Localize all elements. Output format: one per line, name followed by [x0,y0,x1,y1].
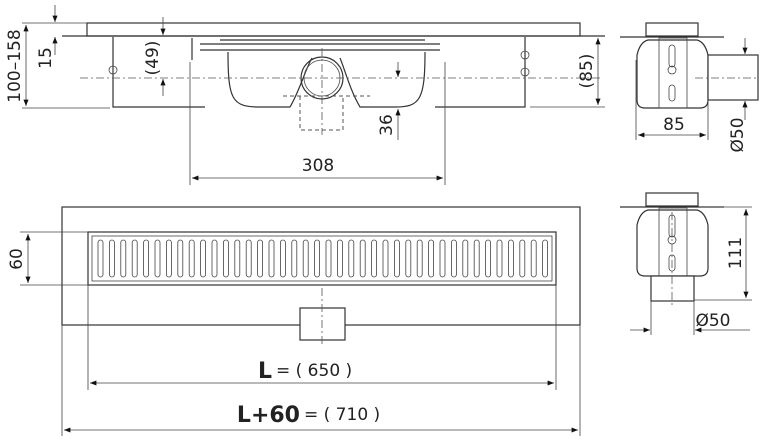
grate-slot [450,239,457,278]
plan-view: 60 L = ( 650 ) L+60 = ( 710 ) [7,206,581,436]
grate-slot [143,239,150,278]
outlet-pipe-side [707,54,759,101]
side-view-horizontal-outlet: 85 Ø50 [620,22,759,153]
dim-frame-height: 15 [36,47,56,69]
dim-length-label: L [258,359,272,384]
dim-vertical-height: 111 [726,237,746,269]
dim-grate-width: 60 [7,248,27,270]
grate-slot [382,239,389,278]
grate-slot [530,239,537,278]
grate-slot [325,239,332,278]
grate-slot [507,239,514,278]
grate-slot [336,239,343,278]
grate-slot [371,239,378,278]
dim-height-range: 100–158 [5,29,25,102]
grate-slot [245,239,252,278]
grate-slot [542,239,548,278]
grate-slots [97,239,548,278]
dim-total-length-label: L+60 [237,403,300,428]
grate-slot [393,239,400,278]
grate-slot [485,239,492,278]
bolt-icon [520,67,530,77]
dim-outlet-diameter-vertical: Ø50 [695,311,730,331]
grate-slot [416,239,423,278]
front-view: 100–158 15 (49) 36 308 (85) [5,5,605,185]
grate-slot [120,239,127,278]
grate [87,231,557,286]
grate-slot [222,239,229,278]
grate-slot [496,239,503,278]
outlet-pipe-vertical [650,275,695,302]
dim-body-width: 308 [302,156,334,176]
drain-body [191,38,440,108]
grate-slot [97,239,104,278]
dim-length-value: = ( 650 ) [276,361,352,381]
grate-slot [154,239,161,278]
grate-slot [348,239,355,278]
grate-slot [165,239,172,278]
dim-outlet-diameter-horizontal: Ø50 [728,117,748,152]
dim-outlet-offset: 36 [377,114,397,136]
grate-slot [234,239,241,278]
dim-side-width: 85 [663,115,685,135]
grate-slot [177,239,184,278]
grate-slot [211,239,218,278]
bolt-icon [108,65,118,75]
side-view-vertical-outlet: 111 Ø50 [620,192,752,335]
frame-top [86,22,581,37]
grate-slot [405,239,412,278]
outlet-stub [299,307,346,341]
drain-body-side [636,209,709,277]
grate-slot [291,239,298,278]
grate-slot [359,239,366,278]
grate-slot [439,239,446,278]
grate-slot [109,239,115,278]
vertical-outlet-hidden [283,95,370,131]
grate-slot [131,239,138,278]
grate-slot [302,239,309,278]
right-bracket [435,37,526,108]
grate-slot [200,239,207,278]
bolt-icon [520,50,530,60]
grate-slot [268,239,275,278]
grate-slot [314,239,321,278]
grate-slot [519,239,526,278]
grate-slot [428,239,435,278]
left-bracket [112,37,205,108]
grate-slot [188,239,195,278]
grate-slot [473,239,480,278]
grate-slot [462,239,469,278]
grate-slot [257,239,264,278]
dim-outlet-axis: (49) [143,41,163,76]
dim-total-length-value: = ( 710 ) [304,405,380,425]
grate-slot [279,239,286,278]
dim-total-height: (85) [577,54,597,89]
